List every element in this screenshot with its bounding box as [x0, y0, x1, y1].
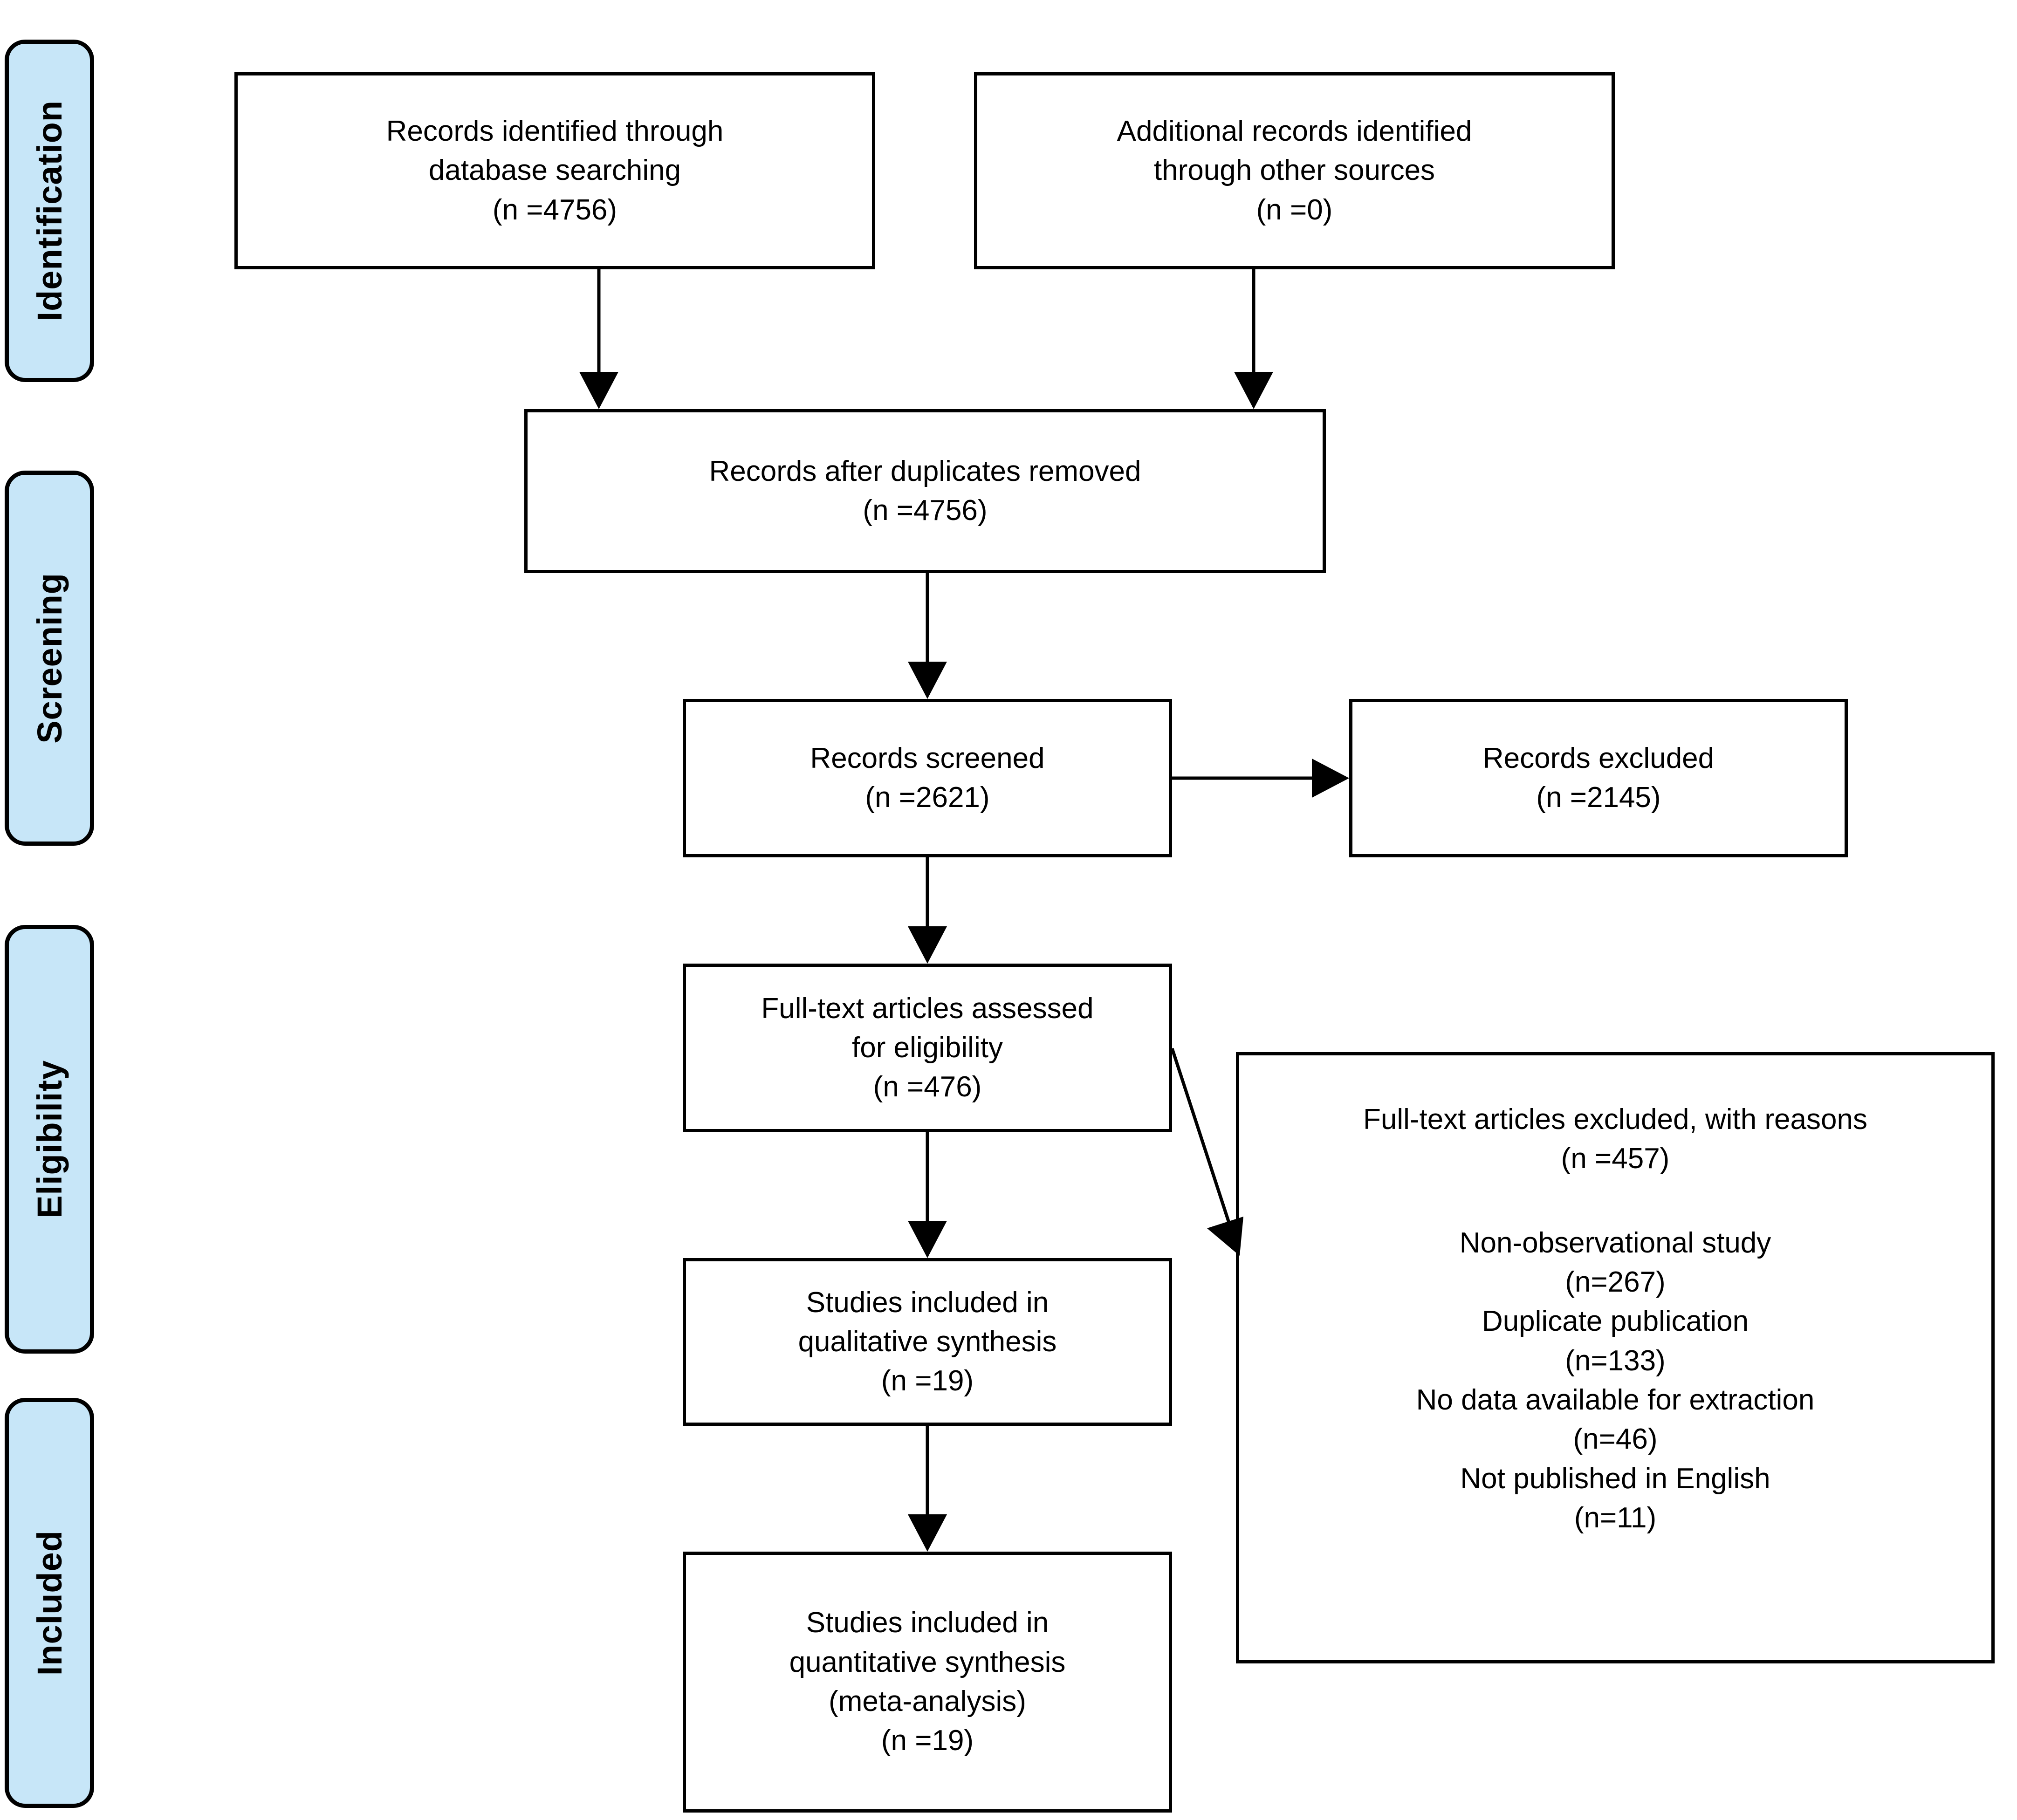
box-records-identified-count: (n =4756)	[492, 193, 617, 226]
arrow-screened-to-fulltext	[908, 857, 947, 964]
box-qualitative-synthesis-count: (n =19)	[881, 1365, 974, 1397]
box-records-identified-line2: database searching	[428, 154, 681, 187]
box-after-duplicates-line1: Records after duplicates removed	[709, 455, 1141, 487]
box-additional-records-count: (n =0)	[1256, 193, 1333, 226]
box-fulltext-assessed: Full-text articles assessed for eligibil…	[683, 964, 1172, 1132]
box-records-screened-line1: Records screened	[810, 742, 1045, 774]
box-records-identified: Records identified through database sear…	[234, 72, 875, 269]
box-fulltext-assessed-count: (n =476)	[873, 1071, 982, 1103]
stage-label-included: Included	[30, 1530, 69, 1676]
reason-3-count: (n=46)	[1573, 1423, 1658, 1456]
arrow-identified-to-dedup	[579, 269, 618, 409]
box-fulltext-excluded-line1: Full-text articles excluded, with reason…	[1363, 1103, 1867, 1136]
box-fulltext-excluded-count: (n =457)	[1561, 1143, 1670, 1175]
box-records-excluded-line1: Records excluded	[1482, 742, 1715, 774]
box-records-screened-count: (n =2621)	[865, 781, 990, 814]
reason-1-label: Non-observational study	[1459, 1226, 1771, 1259]
stage-bar-identification: Identification	[5, 40, 94, 382]
box-qualitative-synthesis-line1: Studies included in	[806, 1286, 1049, 1319]
arrow-additional-to-dedup	[1234, 269, 1273, 409]
reason-1-count: (n=267)	[1565, 1266, 1666, 1298]
arrow-qualitative-to-quantitative	[908, 1426, 947, 1552]
reason-4-count: (n=11)	[1574, 1501, 1657, 1534]
box-quantitative-synthesis-line1: Studies included in	[806, 1607, 1049, 1639]
box-additional-records: Additional records identified through ot…	[974, 72, 1615, 269]
stage-label-screening: Screening	[30, 573, 69, 744]
reason-4-label: Not published in English	[1460, 1462, 1770, 1495]
stage-label-eligibility: Eligibility	[30, 1060, 69, 1218]
arrow-dedup-to-screened	[908, 573, 947, 699]
arrow-fulltext-to-qualitative	[908, 1132, 947, 1258]
box-qualitative-synthesis: Studies included in qualitative synthesi…	[683, 1258, 1172, 1426]
box-fulltext-excluded: Full-text articles excluded, with reason…	[1236, 1052, 1995, 1663]
stage-label-identification: Identification	[30, 100, 69, 322]
box-records-excluded-count: (n =2145)	[1536, 781, 1661, 814]
box-after-duplicates-count: (n =4756)	[863, 494, 988, 527]
box-additional-records-line2: through other sources	[1153, 154, 1435, 187]
box-fulltext-assessed-line1: Full-text articles assessed	[761, 992, 1094, 1025]
box-after-duplicates: Records after duplicates removed (n =475…	[524, 409, 1326, 573]
box-quantitative-synthesis-line3: (meta-analysis)	[829, 1685, 1026, 1717]
box-qualitative-synthesis-line2: qualitative synthesis	[798, 1325, 1057, 1358]
box-quantitative-synthesis-count: (n =19)	[881, 1724, 974, 1757]
reason-2-count: (n=133)	[1565, 1344, 1666, 1377]
stage-bar-included: Included	[5, 1398, 94, 1808]
box-records-screened: Records screened (n =2621)	[683, 699, 1172, 857]
box-additional-records-line1: Additional records identified	[1117, 115, 1472, 148]
stage-bar-eligibility: Eligibility	[5, 925, 94, 1354]
reason-3-label: No data available for extraction	[1416, 1383, 1815, 1416]
arrow-screened-to-excluded	[1172, 759, 1349, 798]
box-records-excluded: Records excluded (n =2145)	[1349, 699, 1848, 857]
box-quantitative-synthesis-line2: quantitative synthesis	[789, 1646, 1066, 1678]
box-quantitative-synthesis: Studies included in quantitative synthes…	[683, 1552, 1172, 1813]
stage-bar-screening: Screening	[5, 471, 94, 846]
arrow-fulltext-to-excluded-reasons	[1170, 1047, 1243, 1256]
box-fulltext-assessed-line2: for eligibility	[852, 1031, 1003, 1064]
reason-2-label: Duplicate publication	[1482, 1305, 1749, 1338]
box-records-identified-line1: Records identified through	[386, 115, 724, 148]
